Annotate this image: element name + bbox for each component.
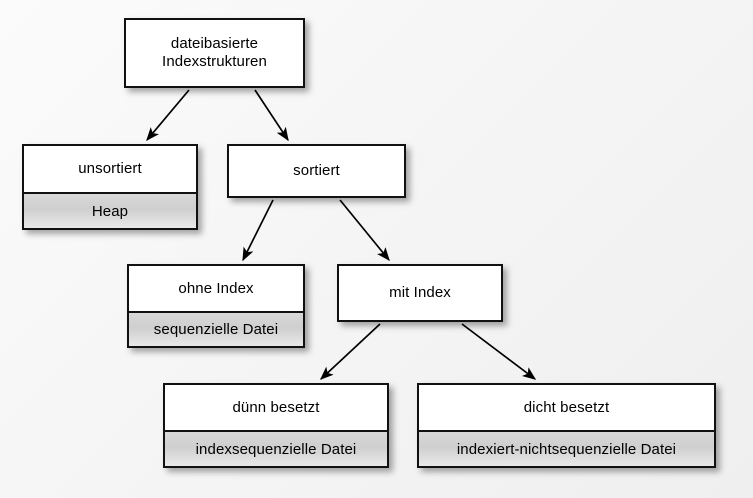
edge-root-to-sortiert [254,89,289,142]
node-unsortiert-title: unsortiert [24,146,196,192]
edge-sortiert-to-mit-index [339,199,390,262]
edge-sortiert-to-ohne-index [242,199,274,262]
node-duenn-besetzt-subtitle: indexsequenzielle Datei [165,430,387,466]
node-unsortiert-subtitle: Heap [24,192,196,228]
node-mit-index[interactable]: mit Index [337,264,503,322]
node-ohne-index-title: ohne Index [129,266,303,311]
node-sortiert[interactable]: sortiert [227,144,406,198]
edge-mit-index-to-dicht [461,323,537,380]
node-dicht-besetzt-title: dicht besetzt [419,385,714,430]
node-sortiert-title: sortiert [229,146,404,196]
node-ohne-index-subtitle: sequenzielle Datei [129,311,303,346]
node-root[interactable]: dateibasierte Indexstrukturen [124,18,305,88]
node-root-title: dateibasierte Indexstrukturen [126,20,303,86]
node-duenn-besetzt-title: dünn besetzt [165,385,387,430]
edge-root-to-unsortiert [146,89,190,142]
node-dicht-besetzt-subtitle: indexiert-nichtsequenzielle Datei [419,430,714,466]
node-mit-index-title: mit Index [339,266,501,320]
edge-mit-index-to-duenn [320,323,381,380]
